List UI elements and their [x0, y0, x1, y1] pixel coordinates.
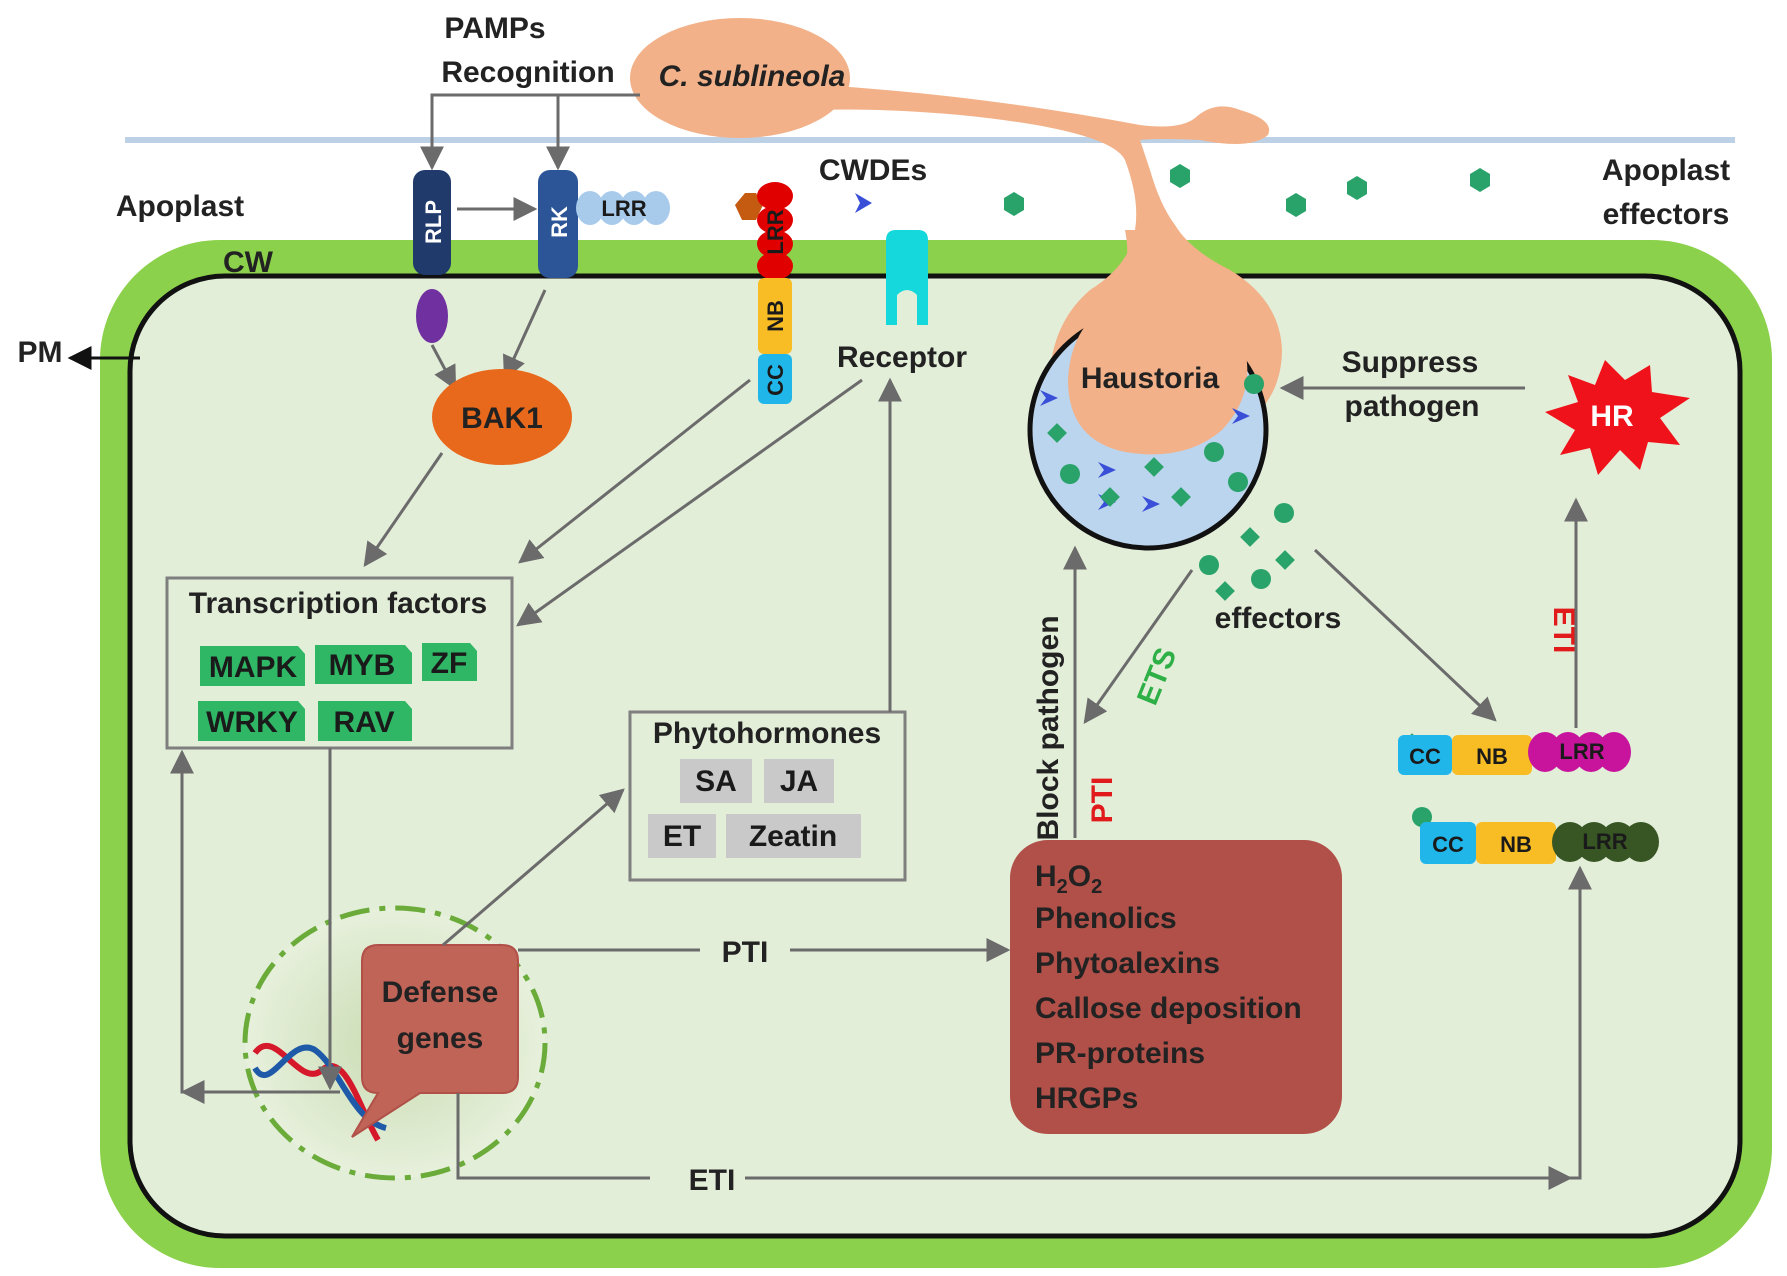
- hormone-zeatin-box: [726, 814, 861, 858]
- nlr1-nb-label: NB: [1476, 744, 1508, 769]
- bak1-label: BAK1: [461, 402, 543, 435]
- membrane-nlr-receptor: [735, 182, 793, 404]
- defense-to-nlr-eti-arrow-a: [456, 1093, 650, 1180]
- membrane-nlr-lrr-label: LRR: [763, 209, 788, 254]
- apoplast-effector-markers: [1004, 164, 1490, 217]
- receptor-icon: [886, 230, 928, 325]
- hormone-et-box: [648, 814, 716, 858]
- nlr-to-tf-arrow: [518, 378, 751, 564]
- defense-output-callose: Callose deposition: [1035, 992, 1302, 1025]
- receptor-label: Receptor: [837, 341, 967, 374]
- defense-to-nlr-eti-arrow-b: [745, 865, 1592, 1180]
- effectors-to-nlr-arrow: [1313, 548, 1497, 722]
- hormone-ja-box: [764, 759, 834, 803]
- haustoria-label: Haustoria: [1081, 362, 1220, 395]
- hormone-ja-label: JA: [780, 765, 818, 798]
- hormone-et-label: ET: [663, 820, 701, 853]
- membrane-nlr-cc-label: CC: [763, 364, 788, 396]
- cwdes-label: CWDEs: [819, 154, 927, 187]
- suppress-label-line1: Suppress: [1342, 346, 1479, 379]
- nlr2-lrr-label: LRR: [1582, 829, 1627, 854]
- defense-output-phytoalexins: Phytoalexins: [1035, 947, 1220, 980]
- nlr1-cc-label: CC: [1409, 744, 1441, 769]
- pamps-arrow-to-rlp: [420, 93, 640, 171]
- tf-mapk-box: [200, 646, 305, 686]
- pathogen-label: C. sublineola: [659, 60, 846, 93]
- eti-horizontal-label: ETI: [689, 1164, 736, 1197]
- pm-label: PM: [18, 336, 63, 369]
- rk-lrr-label: LRR: [601, 196, 646, 221]
- pti-vertical-label: PTI: [1086, 777, 1119, 824]
- defense-outputs-box: [1010, 840, 1342, 1134]
- pti-horizontal-label: PTI: [722, 936, 769, 969]
- apoplast-label: Apoplast: [116, 190, 244, 223]
- rk-lrr-domain: [576, 191, 670, 225]
- effectors-to-block-arrow: [1083, 569, 1194, 724]
- nlr2-cc-label: CC: [1432, 832, 1464, 857]
- tf-rav-label: RAV: [333, 706, 394, 739]
- defense-to-phytohormones-arrow: [442, 788, 625, 947]
- h2o2-label: H2O2: [1035, 860, 1102, 898]
- h2o2-o: O: [1068, 860, 1091, 893]
- membrane-nlr-nb-label: NB: [763, 300, 788, 332]
- defense-output-pr-proteins: PR-proteins: [1035, 1037, 1205, 1070]
- pamps-label-line1: PAMPs: [444, 12, 545, 45]
- tf-wrky-box: [198, 701, 305, 741]
- defense-genes-callout: [351, 944, 519, 1138]
- hormone-sa-box: [680, 759, 752, 803]
- effectors-label: effectors: [1215, 602, 1342, 635]
- hormone-sa-label: SA: [695, 765, 737, 798]
- rk-to-bak1-arrow: [503, 289, 547, 381]
- cw-label: CW: [223, 246, 274, 279]
- rlp-adaptor: [416, 289, 448, 343]
- tf-mapk-label: MAPK: [209, 651, 298, 684]
- apoplast-effectors-label-line2: effectors: [1603, 198, 1730, 231]
- hr-label: HR: [1590, 400, 1634, 433]
- hormone-zeatin-label: Zeatin: [749, 820, 837, 853]
- hr-burst: [1545, 360, 1690, 475]
- tf-myb-label: MYB: [329, 649, 396, 682]
- tf-myb-box: [315, 645, 412, 684]
- defense-genes-line1: Defense: [382, 976, 499, 1009]
- defense-output-hrgps: HRGPs: [1035, 1082, 1138, 1115]
- cytoplasm-effector-markers: [1199, 503, 1295, 601]
- tf-zf-box: [422, 643, 477, 681]
- h2o2-sub1: 2: [1057, 876, 1068, 898]
- rk-label: RK: [547, 206, 572, 238]
- bak1-node: [432, 369, 572, 465]
- rlp-label: RLP: [421, 200, 446, 244]
- nlr-receptor-1: [1398, 732, 1631, 775]
- rk-receptor: [538, 170, 578, 278]
- tf-zf-label: ZF: [431, 647, 468, 680]
- defense-output-phenolics: Phenolics: [1035, 902, 1177, 935]
- nlr1-lrr-label: LRR: [1559, 739, 1604, 764]
- transcription-factors-title: Transcription factors: [189, 587, 487, 620]
- h2o2-h: H: [1035, 860, 1057, 893]
- rlp-to-bak1-arrow: [430, 344, 457, 391]
- nlr-receptor-2: [1412, 807, 1659, 864]
- cwde-chevron-icon: [855, 193, 872, 213]
- block-pathogen-label: Block pathogen: [1032, 615, 1065, 840]
- rlp-receptor: [413, 170, 451, 275]
- receptor-to-tf-arrow: [516, 378, 863, 627]
- haustoria-effector-markers: [1040, 374, 1264, 512]
- defense-genes-line2: genes: [397, 1022, 484, 1055]
- apoplast-effectors-label-line1: Apoplast: [1602, 154, 1730, 187]
- pamps-label-line2: Recognition: [441, 56, 614, 89]
- h2o2-sub2: 2: [1091, 876, 1102, 898]
- bak1-to-tf-arrow: [363, 452, 444, 567]
- tf-rav-box: [318, 701, 412, 741]
- suppress-label-line2: pathogen: [1345, 390, 1480, 423]
- tf-wrky-label: WRKY: [206, 706, 298, 739]
- haustoria-body: [1068, 230, 1248, 455]
- nlr2-nb-label: NB: [1500, 832, 1532, 857]
- phytohormones-title: Phytohormones: [653, 717, 881, 750]
